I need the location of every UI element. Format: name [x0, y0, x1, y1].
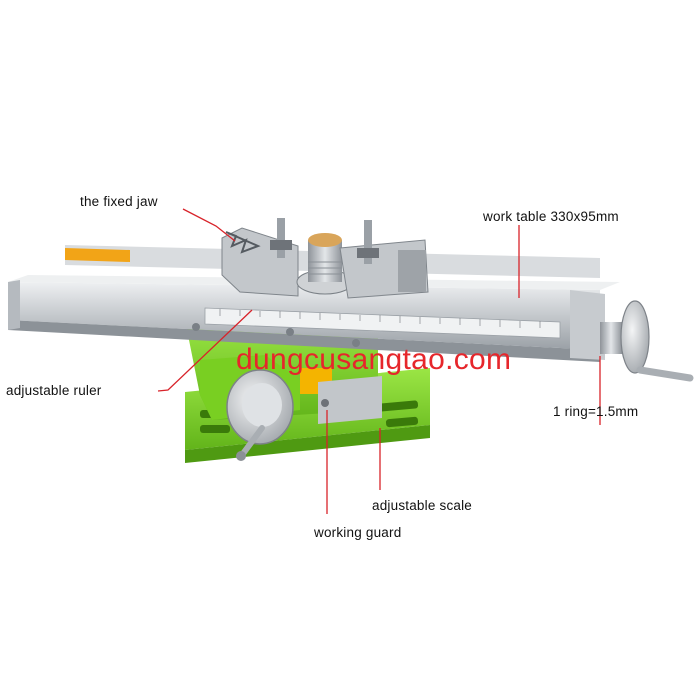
vise-assembly [221, 218, 429, 299]
label-work-table: work table 330x95mm [483, 209, 619, 224]
label-adjustable-scale: adjustable scale [372, 498, 473, 513]
side-hand-wheel [600, 300, 694, 382]
front-hand-wheel [226, 369, 294, 461]
label-fixed-jaw: the fixed jaw [80, 194, 158, 209]
label-adjustable-ruler: adjustable ruler [6, 383, 102, 398]
label-working-guard: working guard [314, 525, 402, 540]
callout-line-adjustable-ruler [157, 309, 253, 392]
callout-lines [157, 208, 601, 514]
watermark-text: dungcusangtao.com [236, 343, 512, 376]
callout-line-fixed-jaw [182, 208, 236, 242]
label-ring: 1 ring=1.5mm [553, 404, 639, 419]
